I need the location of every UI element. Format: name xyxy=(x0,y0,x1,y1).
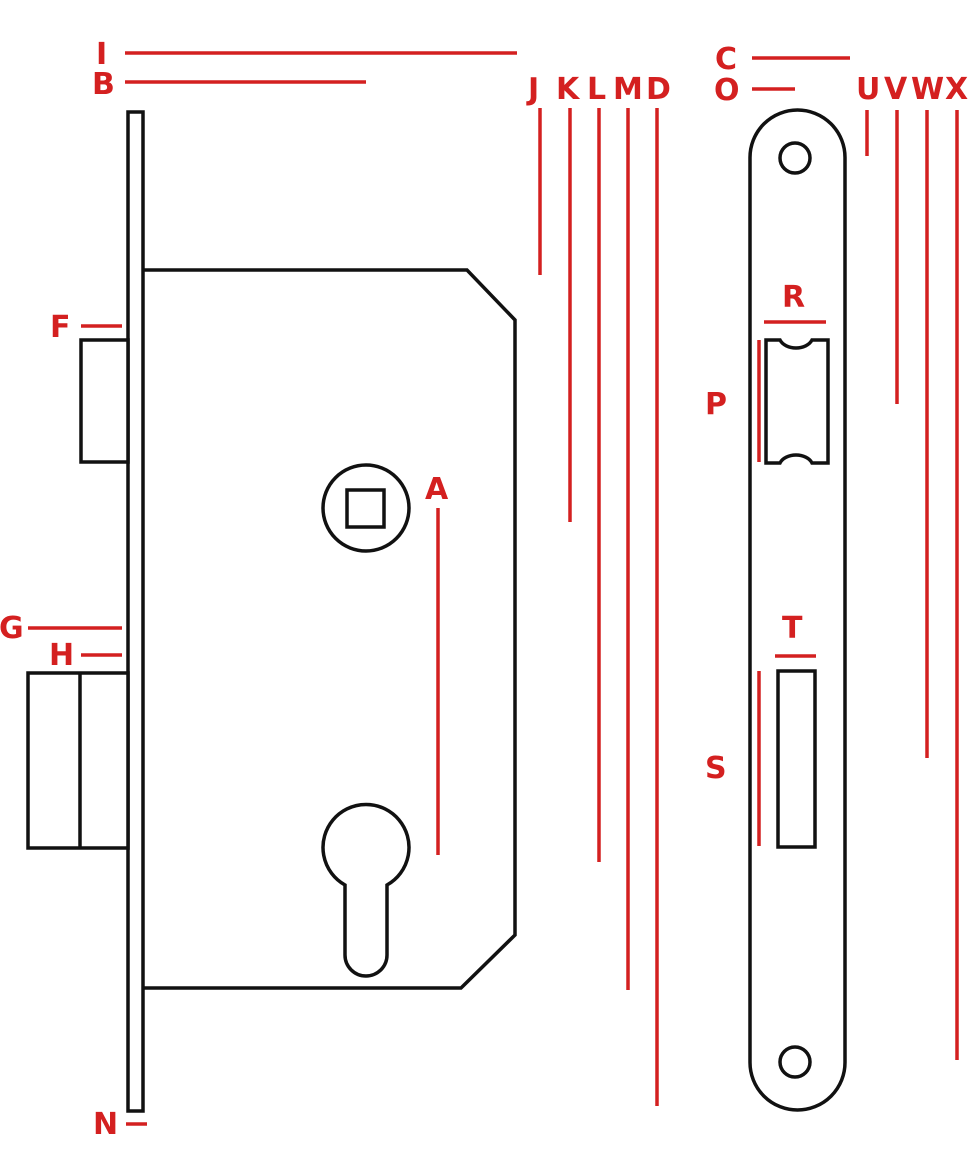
label-B: B xyxy=(92,67,115,102)
label-G: G xyxy=(0,611,24,646)
label-K: K xyxy=(556,72,581,107)
label-M: M xyxy=(613,72,643,107)
label-P: P xyxy=(705,387,727,422)
label-W: W xyxy=(911,72,944,107)
lock-body-drawing xyxy=(26,110,517,1113)
spindle-square xyxy=(345,488,386,529)
latch-bolt xyxy=(79,338,130,464)
label-N: N xyxy=(93,1107,118,1142)
label-I: I xyxy=(96,37,107,72)
follower-hub xyxy=(321,463,411,553)
forend-plate xyxy=(126,110,145,1113)
dimension-labels: I B C O J K L M D U V W X F G H A N R P … xyxy=(0,37,968,1142)
label-J: J xyxy=(526,72,539,107)
label-A: A xyxy=(425,472,449,507)
label-L: L xyxy=(587,72,606,107)
latch-opening xyxy=(764,338,830,465)
strike-plate xyxy=(748,108,847,1112)
label-D: D xyxy=(646,72,671,107)
label-X: X xyxy=(945,72,968,107)
lock-case xyxy=(143,268,517,990)
label-R: R xyxy=(782,280,805,315)
label-U: U xyxy=(856,72,880,107)
dimension-lines xyxy=(28,51,959,1126)
dead-bolt xyxy=(26,671,130,850)
label-F: F xyxy=(50,310,71,345)
label-H: H xyxy=(49,638,74,673)
label-V: V xyxy=(884,72,908,107)
top-screw-hole xyxy=(778,141,812,175)
strike-plate-drawing xyxy=(748,108,847,1112)
label-C: C xyxy=(715,42,737,77)
label-O: O xyxy=(714,73,740,108)
bottom-screw-hole xyxy=(778,1045,812,1079)
cylinder-cutout xyxy=(321,802,411,978)
bolt-opening xyxy=(776,669,817,849)
label-S: S xyxy=(705,751,727,786)
label-T: T xyxy=(782,611,803,646)
